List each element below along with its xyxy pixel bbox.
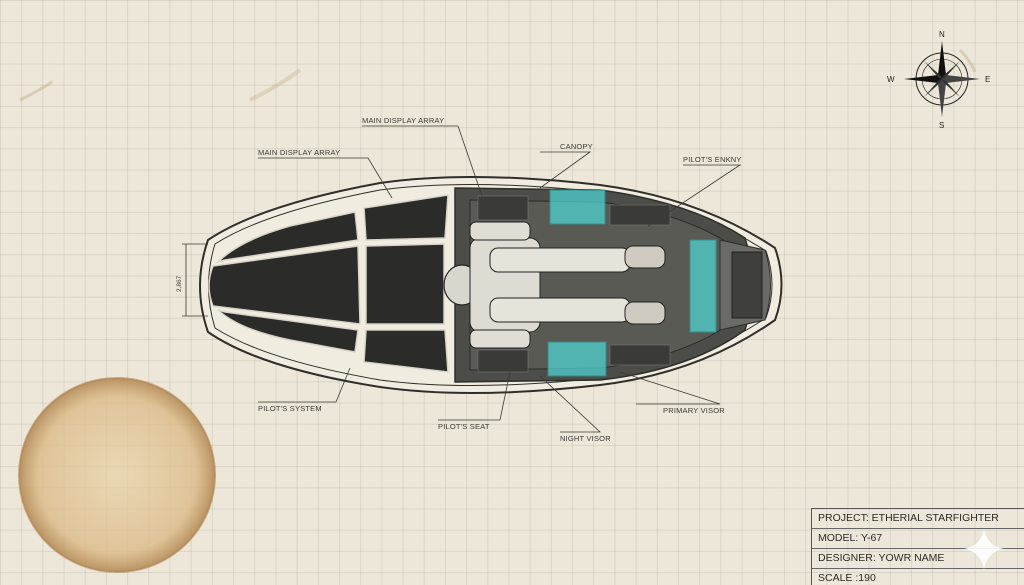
dimension-label: 2,867	[176, 275, 183, 292]
label-pilots-system: PILOT'S SYSTEM	[258, 404, 322, 413]
title-block-project: PROJECT: ETHERIAL STARFIGHTER	[812, 509, 1024, 529]
label-night-visor: NIGHT VISOR	[560, 434, 611, 443]
label-main-display-array-left: MAIN DISPLAY ARRAY	[258, 148, 340, 157]
title-block: PROJECT: ETHERIAL STARFIGHTER MODEL: Y-6…	[811, 508, 1024, 585]
compass-east-label: E	[985, 75, 990, 84]
paper-smudges	[19, 48, 977, 102]
title-block-scale: SCALE :190	[818, 572, 876, 584]
leader-lines	[258, 125, 742, 433]
cockpit-pod	[199, 175, 783, 395]
compass-rose: N S E W	[887, 30, 990, 130]
pilot-figure	[443, 221, 666, 349]
label-primary-visor: PRIMARY VISOR	[663, 406, 725, 415]
coffee-stain	[18, 377, 216, 573]
sparkle-icon	[964, 529, 1004, 569]
dimension-marker: 2,867	[176, 243, 208, 317]
label-main-display-array-top: MAIN DISPLAY ARRAY	[362, 116, 444, 125]
compass-south-label: S	[939, 121, 944, 130]
compass-west-label: W	[887, 75, 895, 84]
label-pilots-seat: PILOT'S SEAT	[438, 422, 490, 431]
compass-north-label: N	[939, 30, 945, 39]
callout-labels: MAIN DISPLAY ARRAY MAIN DISPLAY ARRAY CA…	[258, 116, 742, 443]
title-block-model: MODEL: Y-67	[812, 529, 1024, 549]
label-canopy: CANOPY	[560, 142, 593, 151]
label-pilots-upper-right: PILOT'S ENKNY	[683, 155, 742, 164]
title-block-designer: DESIGNER: YOWR NAME	[812, 549, 1024, 569]
